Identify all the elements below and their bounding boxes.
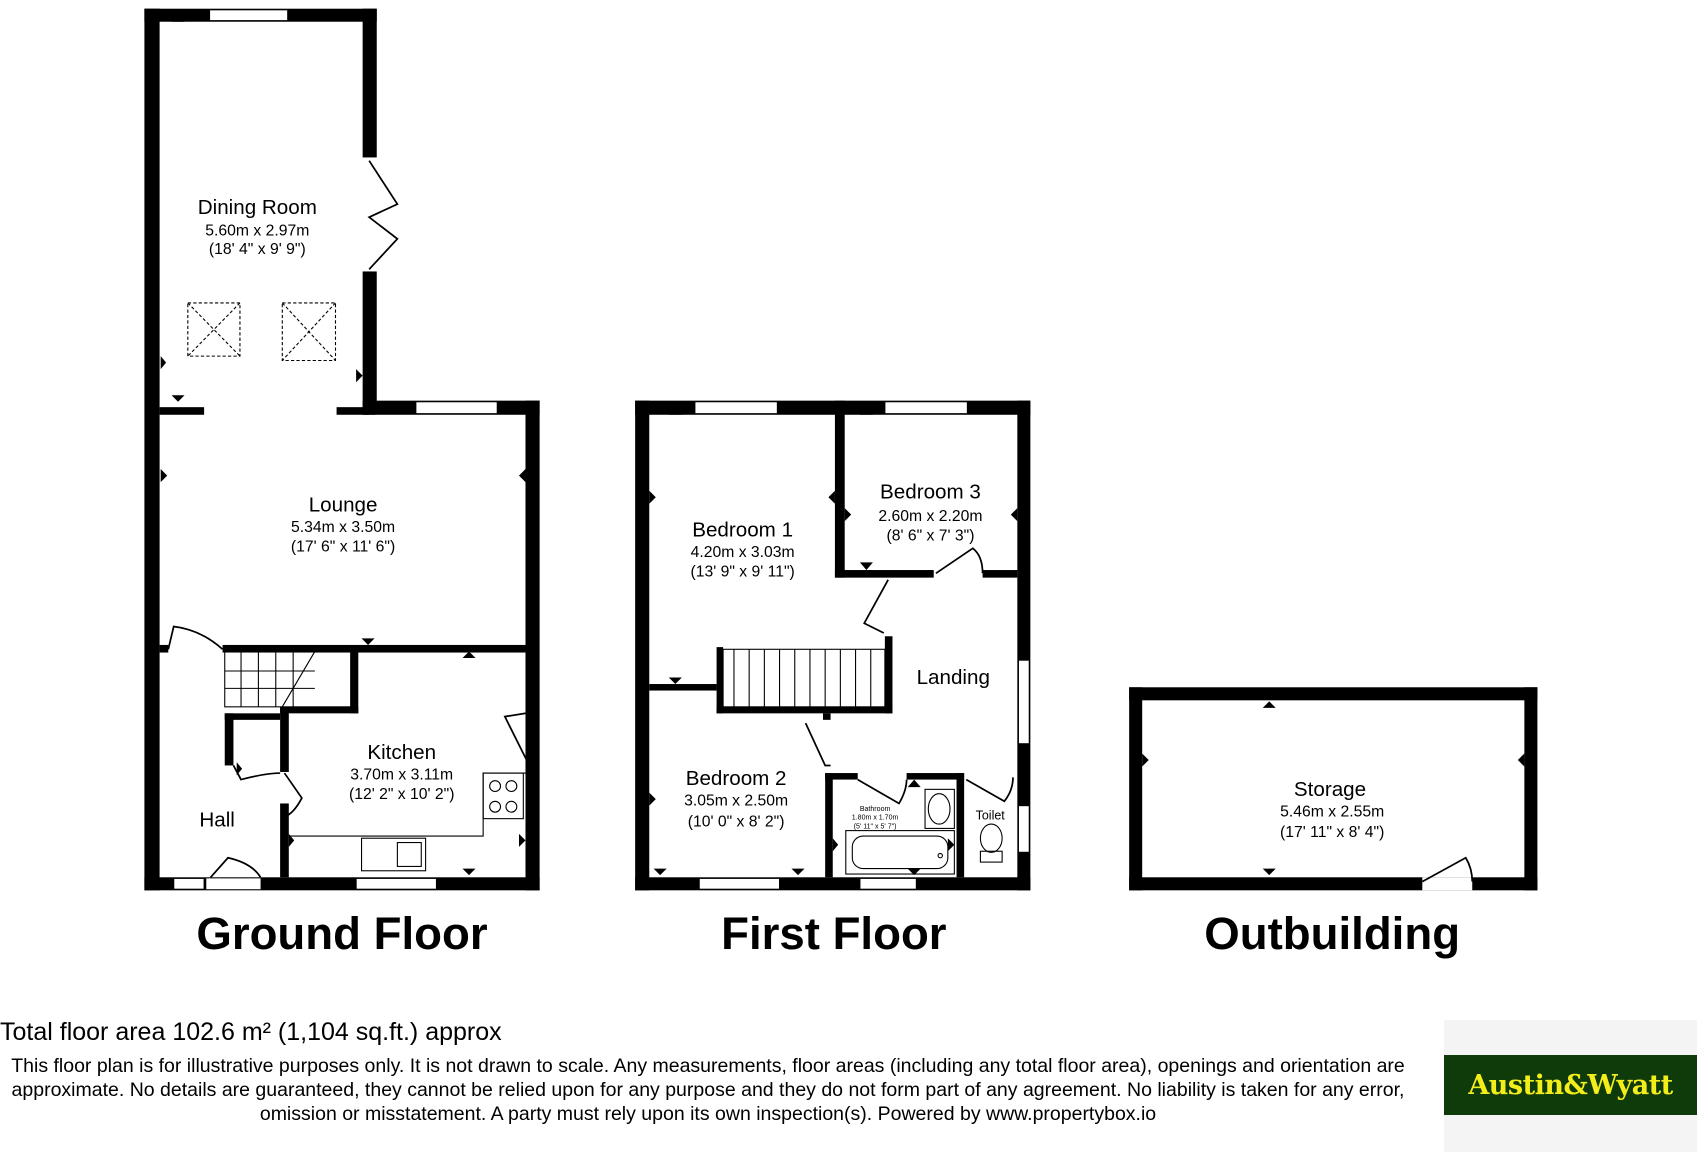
bedroom3-imperial: (8' 6" x 7' 3") xyxy=(886,528,974,545)
kitchen-metric: 3.70m x 3.11m xyxy=(350,767,453,784)
bedroom3-name: Bedroom 3 xyxy=(880,480,981,503)
dining-room-metric: 5.60m x 2.97m xyxy=(205,223,309,240)
outbuilding-title: Outbuilding xyxy=(1204,908,1460,959)
dining-room-imperial: (18' 4" x 9' 9") xyxy=(209,241,306,258)
logo-text: Austin&Wyatt xyxy=(1468,1069,1673,1101)
bedroom1-imperial: (13' 9" x 9' 11") xyxy=(690,564,794,581)
storage-metric: 5.46m x 2.55m xyxy=(1280,803,1384,820)
storage-imperial: (17' 11" x 8' 4") xyxy=(1280,824,1384,841)
austin-wyatt-logo: Austin&Wyatt xyxy=(1444,1055,1697,1115)
lounge-name: Lounge xyxy=(309,493,378,516)
ground-floor-plan xyxy=(144,8,540,891)
outbuilding-plan xyxy=(1129,687,1538,891)
bedroom2-imperial: (10' 0" x 8' 2") xyxy=(688,813,785,830)
total-floor-area: Total floor area 102.6 m² (1,104 sq.ft.)… xyxy=(0,1018,502,1046)
toilet-name: Toilet xyxy=(976,809,1006,823)
first-floor-plan xyxy=(635,400,1031,891)
storage-name: Storage xyxy=(1294,778,1366,801)
first-floor-title: First Floor xyxy=(721,908,947,959)
lounge-metric: 5.34m x 3.50m xyxy=(291,519,395,536)
dining-room-name: Dining Room xyxy=(198,196,317,219)
bedroom2-name: Bedroom 2 xyxy=(686,767,787,790)
bedroom1-metric: 4.20m x 3.03m xyxy=(691,544,795,561)
hall-name: Hall xyxy=(199,808,235,831)
kitchen-name: Kitchen xyxy=(367,741,436,764)
kitchen-imperial: (12' 2" x 10' 2") xyxy=(349,786,455,803)
disclaimer: This floor plan is for illustrative purp… xyxy=(11,1055,1405,1125)
bathroom-name: Bathroom xyxy=(860,806,891,813)
bathroom-metric: 1.80m x 1.70m xyxy=(852,815,899,822)
bedroom2-metric: 3.05m x 2.50m xyxy=(684,793,788,810)
landing-name: Landing xyxy=(917,666,990,689)
bedroom3-metric: 2.60m x 2.20m xyxy=(878,508,982,525)
bathroom-imperial: (5' 11" x 5' 7") xyxy=(854,823,897,830)
lounge-imperial: (17' 6" x 11' 6") xyxy=(291,539,395,556)
bedroom1-name: Bedroom 1 xyxy=(692,518,793,541)
ground-floor-title: Ground Floor xyxy=(196,908,487,959)
